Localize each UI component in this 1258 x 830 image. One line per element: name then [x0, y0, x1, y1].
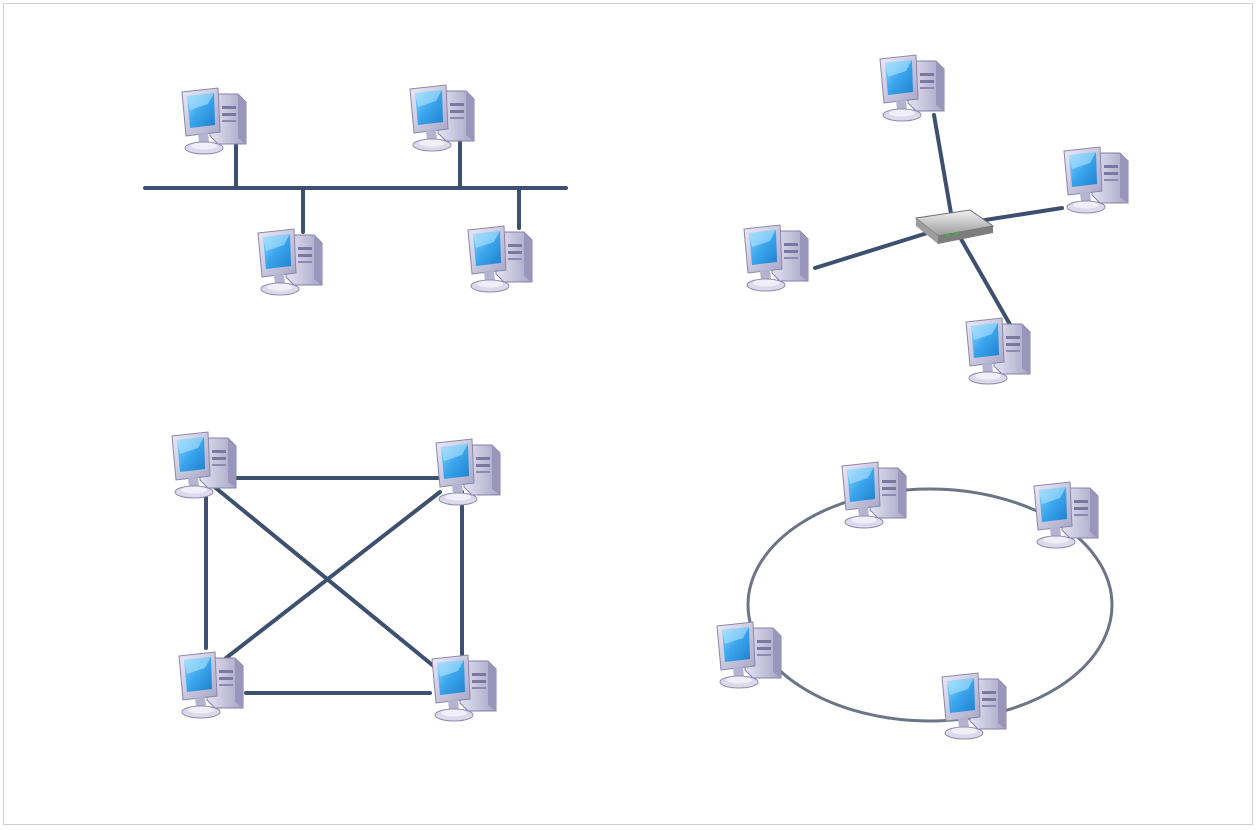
computer-icon — [841, 461, 907, 529]
computer-icon — [716, 621, 782, 689]
computer-icon — [435, 438, 501, 506]
computer-icon — [965, 317, 1031, 385]
star-link — [951, 223, 1014, 330]
computer-icon — [941, 672, 1007, 740]
computer-icon — [409, 84, 475, 152]
computer-icon — [257, 228, 323, 296]
computer-icon — [431, 654, 497, 722]
network-switch-icon — [914, 209, 995, 244]
computer-icon — [1033, 481, 1099, 549]
computer-icon — [181, 87, 247, 155]
computer-icon — [467, 225, 533, 293]
mesh-topology — [171, 431, 501, 722]
computer-icon — [171, 431, 237, 499]
star-topology — [743, 54, 1129, 385]
star-link — [932, 113, 955, 227]
ring-cable — [746, 487, 1114, 723]
computer-icon — [1063, 146, 1129, 214]
computer-icon — [178, 651, 244, 719]
computer-icon — [743, 224, 809, 292]
computer-icon — [879, 54, 945, 122]
mesh-link — [224, 490, 442, 660]
ring-topology — [716, 461, 1114, 740]
mesh-link — [204, 478, 438, 670]
bus-topology — [143, 84, 568, 296]
